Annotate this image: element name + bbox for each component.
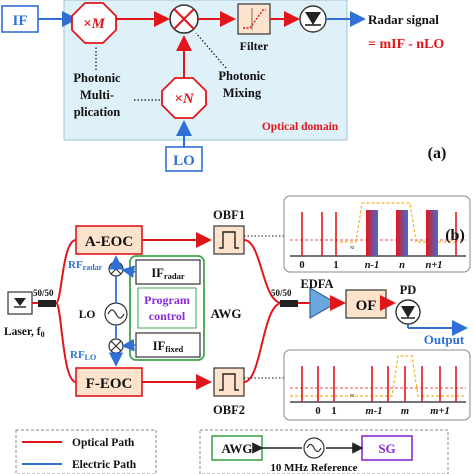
multiplier-m-octagon [71,2,117,44]
program-control-box [137,287,197,329]
spectrum-top-lines [301,210,457,256]
splitter-right [280,300,298,307]
if-fixed-label: IFfixed [153,339,184,354]
if-radar-label: IFradar [151,266,185,281]
if-fixed-box [135,332,201,358]
output-label: Output [424,332,465,347]
if-fixed-to-mixer [121,338,137,352]
spectrum-top-tick-1: 1 [333,260,338,271]
rf-lo-label: RFLO [70,349,96,362]
photonic-multiplication-line2: Multi- [80,88,114,102]
optical-domain-label: Optical domain [262,121,339,133]
a-eoc-box [75,225,143,255]
spectrum-bottom-lines [301,366,457,402]
a-eoc-label: A-EOC [85,234,133,250]
spectrum-top-bar-n [396,210,408,256]
legend-box [15,429,157,474]
laser-diode-icon [14,298,26,306]
spectrum-bottom-tick-2: m-1 [366,406,383,417]
radar-formula: = mIF - nLO [368,37,444,52]
obf2-filter-icon [219,373,239,391]
program-control-line2: control [149,309,186,323]
multiplier-n-octagon [161,77,207,119]
photonic-mixing-line2: Mixing [223,86,262,100]
legend-electric-label: Electric Path [72,459,137,471]
spectrum-top-tick-2: n-1 [365,260,380,271]
splitter-right-label: 50/50 [271,288,292,298]
panel-b-label: (b) [445,227,465,244]
filter-response-icon [243,9,266,29]
mixer-cross-2 [173,8,195,30]
program-control-line1: Program [144,293,190,307]
spectrum-top-break: ≈ [350,243,355,252]
filter-label: Filter [240,39,269,53]
multiplier-n-label: ×N [174,91,195,107]
ref-sg-label: SG [378,441,395,456]
radar-signal-label: Radar signal [368,12,439,27]
spectrum-bottom-tick-4: m+1 [430,406,449,417]
obf2-label: OBF2 [213,403,245,417]
spectrum-top-bar-n+1 [426,210,438,256]
ref-sg-box [361,435,413,461]
spectrum-bottom-tick-3: m [401,406,409,417]
obf2-box [213,367,245,397]
obf2-to-combiner [243,302,283,383]
ref-label: 10 MHz Reference [270,462,357,474]
legend-optical-label: Optical Path [72,437,135,449]
if-radar-to-mixer [121,265,137,279]
pd-label: PD [400,283,417,297]
edfa-amplifier-icon [309,286,338,320]
panel-a-label: (a) [428,145,447,162]
photonic-multiplication-line3: plication [74,105,121,119]
of-box [345,289,387,319]
mixing-leader [195,32,227,69]
obf1-filter-icon [219,231,239,249]
spectrum-bottom-filter [290,355,466,397]
spectrum-top-tick-4: n+1 [425,260,442,271]
if-input-box [1,5,39,33]
obf1-box [213,225,245,255]
multiplier-m-label: ×M [83,16,106,32]
lo-sine-icon [107,309,125,319]
obf1-label: OBF1 [213,208,245,222]
edfa-label: EDFA [300,277,333,291]
awg-label: AWG [210,306,241,321]
lo-input-box [165,146,203,172]
awg-group-box [129,255,205,361]
split-to-feoc [55,302,77,383]
lo-label: LO [173,153,195,169]
splitter-left-label: 50/50 [33,288,54,298]
spectrum-top-tick-0: 0 [299,260,304,271]
obf1-to-combiner [243,239,283,304]
laser-label: Laser, f0 [4,326,45,339]
spectrum-top-tick-3: n [399,260,405,271]
lo-source-label: LO [79,309,96,321]
mixer-lo-x2 [110,340,122,352]
photodetector-diode [305,12,321,25]
rf-radar-label: RFradar [68,259,103,272]
splitter-left [38,300,56,307]
panel-a: IF ×M Filter Radar signal = mIF - nLO ×N… [1,0,447,172]
filter-box [237,3,271,35]
of-label: OF [356,298,377,314]
spectrum-bottom-tick-0: 0 [315,406,320,417]
f-eoc-label: F-EOC [86,376,133,392]
photonic-mixing-line1: Photonic [218,69,266,83]
spectrum-top-bar-n-1 [366,210,378,256]
split-to-aeoc [55,239,77,304]
spectrum-bottom-break: ≈ [350,391,355,400]
ref-sine-icon [306,443,322,453]
photonic-multiplication-line1: Photonic [73,71,121,85]
ref-awg-label: AWG [221,441,252,456]
spectrum-bottom-tick-1: 1 [331,406,336,417]
panel-b: Laser, f0 50/50 A-EOC F-EOC OBF1 OBF2 50… [4,195,471,474]
pd-diode [401,306,415,318]
if-label: IF [13,13,28,29]
